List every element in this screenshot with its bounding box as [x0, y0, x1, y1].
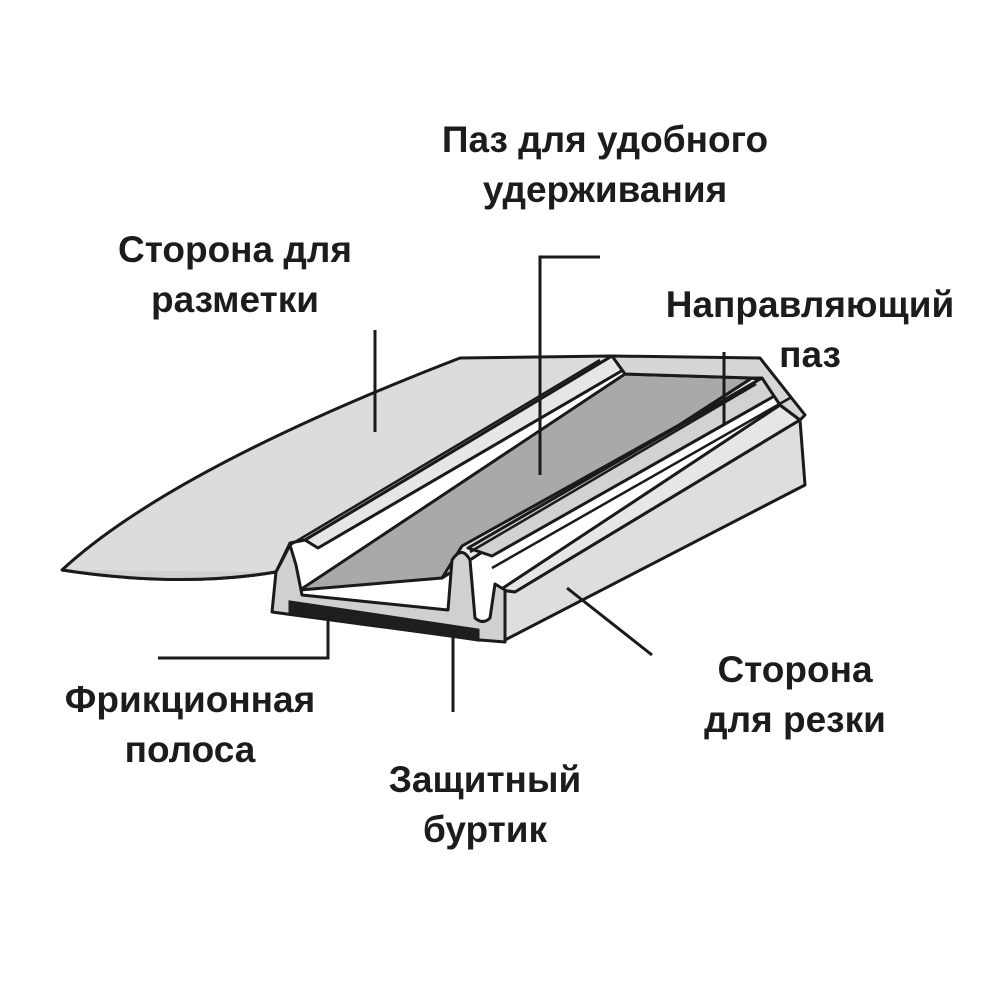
label-friction-strip: Фрикционная полоса	[64, 679, 316, 770]
friction-strip	[288, 600, 480, 642]
leader-lines	[158, 255, 726, 712]
leader-line-cutting-side	[566, 586, 653, 657]
ruler-body	[60, 354, 807, 644]
leader-line-friction-strip	[158, 615, 330, 660]
label-guide-groove: Направляющий паз	[665, 284, 955, 375]
label-grip-groove: Паз для удобного удерживания	[441, 119, 769, 210]
leader-line-grip-groove	[538, 255, 600, 475]
label-cutting-side: Сторона для резки	[704, 649, 886, 740]
label-protective-bead: Защитный буртик	[388, 759, 582, 850]
label-marking-side: Сторона для разметки	[118, 229, 352, 320]
